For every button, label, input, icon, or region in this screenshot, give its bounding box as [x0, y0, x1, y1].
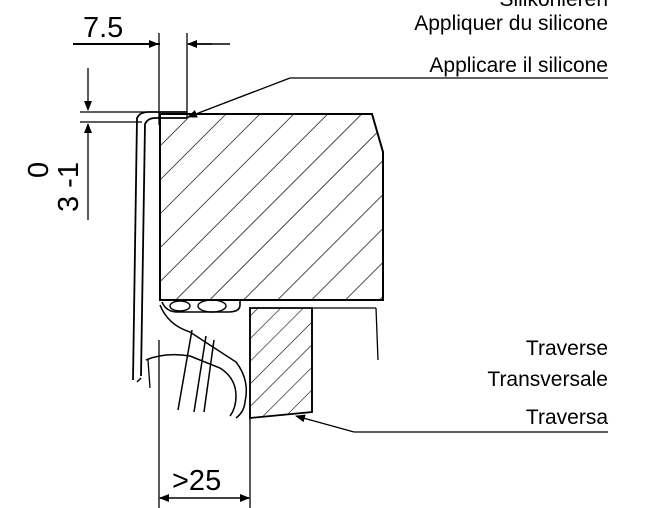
tolerance-upper: 0 [23, 162, 55, 178]
traverse-section [249, 307, 379, 420]
note-traverse-fr: Transversale [487, 368, 608, 391]
note-silicone-fr: Appliquer du silicone [414, 12, 608, 35]
dimension-bottom-width: >25 [158, 340, 251, 508]
dimension-top-gap: 7.5 [73, 12, 230, 125]
traverse-callout: Traverse Transversale Traversa [295, 337, 608, 433]
tolerance-lower: 3 -1 [53, 162, 85, 212]
main-profile-section [159, 113, 384, 301]
outer-panel [132, 111, 187, 389]
note-traverse-de: Traverse [526, 337, 608, 360]
note-silicone-it: Applicare il silicone [429, 54, 608, 77]
flexible-lip [145, 304, 248, 419]
note-silicone-de: Silikonieren [499, 0, 608, 11]
silicone-callout: Silikonieren Appliquer du silicone Appli… [187, 0, 608, 118]
dimension-label-bottom-width: >25 [172, 465, 221, 497]
dimension-label-top-gap: 7.5 [83, 12, 123, 44]
dimension-tolerance: 0 3 -1 [23, 68, 145, 220]
note-traverse-it: Traversa [526, 406, 608, 429]
seal-gasket [161, 299, 241, 313]
